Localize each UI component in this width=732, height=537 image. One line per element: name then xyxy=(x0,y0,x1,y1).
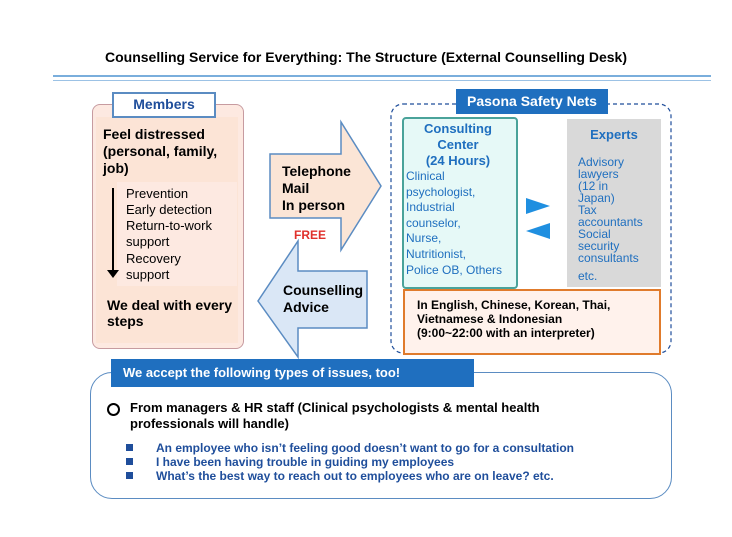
managers-text: From managers & HR staff (Clinical psych… xyxy=(130,400,650,432)
circle-bullet-icon xyxy=(107,403,120,416)
square-bullet-icon xyxy=(126,472,133,479)
languages-line: Vietnamese & Indonesian xyxy=(417,312,563,326)
consulting-title-line: Consulting xyxy=(424,121,492,136)
consulting-center-box xyxy=(402,117,518,289)
expert-item: consultants xyxy=(578,251,639,265)
right-arrow-shape xyxy=(269,119,382,253)
steps-arrow-head-icon xyxy=(107,270,119,278)
steps-panel xyxy=(117,182,237,286)
consulting-staff-list: Clinical psychologist, Industrial counse… xyxy=(406,169,512,278)
expert-item: security xyxy=(578,239,620,253)
issue-bullet: I have been having trouble in guiding my… xyxy=(156,455,455,469)
expert-item: Tax xyxy=(578,203,597,217)
issues-panel xyxy=(90,372,672,499)
expert-item: Social xyxy=(578,227,611,241)
expert-item: Advisory xyxy=(578,155,625,169)
left-arrow-label: Counselling Advice xyxy=(283,282,363,316)
consulting-center-title: Consulting Center (24 Hours) xyxy=(402,121,514,169)
languages-box xyxy=(403,289,661,355)
title-divider xyxy=(53,75,711,77)
expert-item: (12 in xyxy=(578,179,609,193)
step-item: Return-to-work xyxy=(126,218,212,233)
right-arrow-line: Telephone xyxy=(282,163,351,179)
expert-item: lawyers xyxy=(578,167,619,181)
right-arrow-line: In person xyxy=(282,197,346,213)
left-arrow-shape xyxy=(257,238,368,360)
consulting-title-line: (24 Hours) xyxy=(425,153,491,168)
staff-item: Clinical xyxy=(406,169,445,183)
expert-item: accountants xyxy=(578,215,643,229)
left-arrow-line: Advice xyxy=(283,299,329,315)
experts-list: Advisory lawyers (12 in Japan) Tax accou… xyxy=(578,156,662,282)
expert-item: etc. xyxy=(578,269,598,283)
issues-tab: We accept the following types of issues,… xyxy=(111,359,474,387)
languages-text: In English, Chinese, Korean, Thai, Vietn… xyxy=(417,298,655,340)
page-title: Counselling Service for Everything: The … xyxy=(105,49,627,65)
staff-item: Nurse, xyxy=(406,231,442,246)
feel-distressed-text: Feel distressed (personal, family, job) xyxy=(103,126,218,176)
managers-line: professionals will handle) xyxy=(130,416,289,431)
steps-arrow-line xyxy=(112,188,114,272)
experts-title: Experts xyxy=(590,127,638,142)
pasona-tab: Pasona Safety Nets xyxy=(456,89,608,114)
left-triangle-icon xyxy=(526,223,550,239)
left-arrow-line: Counselling xyxy=(283,282,364,298)
expert-item: Japan) xyxy=(578,191,615,205)
consulting-title-line: Center xyxy=(437,137,479,152)
we-deal-text: We deal with every steps xyxy=(107,297,233,329)
staff-item: Police OB, Others xyxy=(406,262,503,277)
step-item: Recovery xyxy=(126,251,181,266)
step-item: support xyxy=(126,267,170,282)
staff-item: Nutritionist, xyxy=(406,246,467,261)
issue-bullet: An employee who isn’t feeling good doesn… xyxy=(156,441,575,455)
staff-item: Industrial xyxy=(406,200,455,215)
right-arrow-label: Telephone Mail In person xyxy=(282,163,351,214)
right-arrow-line: Mail xyxy=(282,180,310,196)
experts-box xyxy=(567,119,661,287)
languages-line: (9:00~22:00 with an interpreter) xyxy=(417,326,595,340)
free-label: FREE xyxy=(294,228,327,242)
title-divider-thin xyxy=(53,80,711,81)
step-item: support xyxy=(126,234,170,249)
step-item: Prevention xyxy=(126,186,189,201)
languages-line: In English, Chinese, Korean, Thai, xyxy=(417,298,611,312)
step-item: Early detection xyxy=(126,202,212,217)
right-triangle-icon xyxy=(526,198,550,214)
staff-item: counselor, xyxy=(406,215,461,230)
issue-bullet: What’s the best way to reach out to empl… xyxy=(156,469,554,483)
staff-item: psychologist, xyxy=(406,184,476,199)
members-tab: Members xyxy=(112,92,216,118)
managers-line: From managers & HR staff (Clinical psych… xyxy=(130,400,540,415)
square-bullet-icon xyxy=(126,444,133,451)
square-bullet-icon xyxy=(126,458,133,465)
